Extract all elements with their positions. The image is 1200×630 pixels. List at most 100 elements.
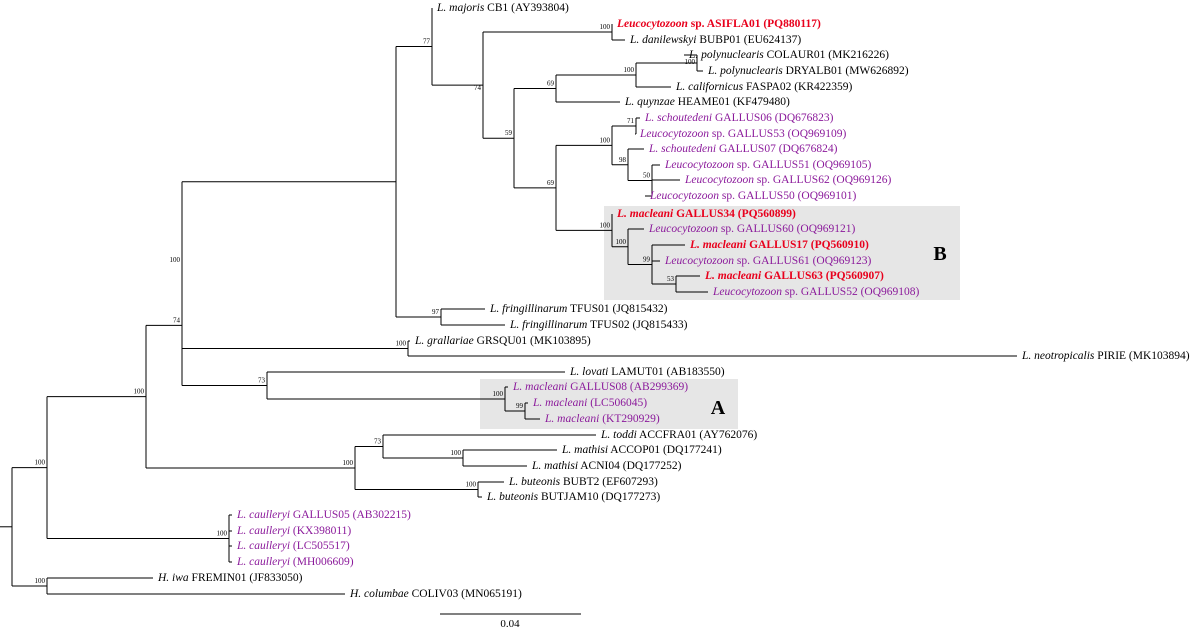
support-value-n_but: 100 (466, 481, 477, 489)
leaf-species: L. schoutedeni (644, 112, 712, 124)
leaf-accession: BUBP01 (EU624137) (696, 34, 801, 46)
leaf-label-polyn1: L. polynuclearis COLAUR01 (MK216226) (688, 49, 889, 61)
leaf-accession: FASPA02 (KR422359) (743, 81, 852, 93)
support-value-n_grall: 100 (396, 340, 407, 348)
leaf-species: L. quynzae (624, 96, 675, 108)
leaf-species: Leucocytozoon (712, 286, 782, 298)
support-value-n_69b: 69 (547, 179, 555, 187)
clade-a-label: A (711, 397, 726, 419)
leaf-accession: (KT290929) (599, 413, 660, 425)
leaf-species: L. buteonis (508, 476, 561, 488)
leaf-label-g60: Leucocytozoon sp. GALLUS60 (OQ969121) (648, 223, 856, 235)
leaf-accession: ACCOP01 (DQ177241) (608, 444, 722, 456)
leaf-accession: COLAUR01 (MK216226) (764, 49, 889, 61)
leaf-species: Leucocytozoon (639, 128, 709, 140)
leaf-label-g51: Leucocytozoon sp. GALLUS51 (OQ969105) (664, 159, 872, 171)
leaf-species: L. majoris (436, 2, 485, 14)
leaf-accession: sp. GALLUS50 (OQ969101) (719, 190, 857, 202)
leaf-species: L. polynuclearis (707, 65, 783, 77)
support-value-n_100b: 100 (170, 256, 181, 264)
leaf-accession: sp. GALLUS53 (OQ969109) (709, 128, 847, 140)
leaf-species: L. macleani (689, 239, 747, 251)
support-value-n_caull: 100 (217, 530, 228, 538)
leaf-accession: HEAME01 (KF479480) (675, 96, 790, 108)
leaf-species: L. caulleryi (236, 540, 290, 552)
leaf-species: L. macleani (616, 208, 674, 220)
leaf-label-kx398011: L. caulleryi (KX398011) (236, 525, 351, 537)
leaf-accession: GALLUS17 (PQ560910) (746, 239, 869, 251)
leaf-species: L. caulleryi (236, 556, 290, 568)
leaf-label-kt290929: L. macleani (KT290929) (544, 413, 660, 425)
leaf-label-tfus01: L. fringillinarum TFUS01 (JQ815432) (489, 303, 668, 315)
leaf-species: L. mathisi (531, 460, 578, 472)
leaf-species: H. iwa (157, 572, 189, 584)
leaf-label-iwa: H. iwa FREMIN01 (JF833050) (157, 572, 303, 584)
leaf-species: Leucocytozoon (648, 223, 718, 235)
leaf-accession: LAMUT01 (AB183550) (608, 366, 724, 378)
support-value-n_71: 71 (627, 117, 635, 125)
leaf-label-polyn2: L. polynuclearis DRYALB01 (MW626892) (707, 65, 909, 77)
leaf-accession: (LC505517) (290, 540, 350, 552)
support-value-n_tfus: 97 (432, 308, 440, 316)
leaf-accession: GRSQU01 (MK103895) (474, 335, 591, 347)
leaf-accession: ACCFRA01 (AY762076) (637, 429, 758, 441)
support-value-n_50: 50 (643, 172, 651, 180)
leaf-accession: GALLUS05 (AB302215) (290, 509, 411, 521)
leaf-label-g50: Leucocytozoon sp. GALLUS50 (OQ969101) (649, 190, 857, 202)
support-value-n_A: 100 (493, 390, 504, 398)
leaf-species: L. macleani (544, 413, 599, 425)
leaf-accession: sp. GALLUS52 (OQ969108) (782, 286, 920, 298)
leaf-accession: GALLUS08 (AB299369) (567, 381, 688, 393)
leaf-label-quynzae: L. quynzae HEAME01 (KF479480) (624, 96, 790, 108)
scale-bar-label: 0.04 (500, 618, 520, 630)
leaf-species: L. buteonis (486, 491, 539, 503)
leaf-accession: COLIV03 (MN065191) (409, 588, 522, 600)
leaf-label-caull05: L. caulleryi GALLUS05 (AB302215) (236, 509, 411, 521)
leaf-accession: CB1 (AY393804) (484, 2, 569, 14)
support-value-n_main: 100 (35, 459, 46, 467)
leaf-species: Leucocytozoon (616, 18, 688, 30)
leaf-accession: sp. ASIFLA01 (PQ880117) (688, 18, 821, 30)
support-value-n_tmat: 73 (374, 438, 382, 446)
support-value-n_h: 100 (35, 577, 46, 585)
leaf-species: L. lovati (569, 366, 608, 378)
leaf-label-asifla01: Leucocytozoon sp. ASIFLA01 (PQ880117) (616, 18, 821, 30)
leaf-label-grallariae: L. grallariae GRSQU01 (MK103895) (414, 335, 591, 347)
clade-b-label: B (933, 243, 946, 265)
leaf-species: L. fringillinarum (489, 303, 567, 315)
leaf-accession: GALLUS06 (DQ676823) (712, 112, 834, 124)
leaf-label-g34: L. macleani GALLUS34 (PQ560899) (616, 208, 796, 220)
leaf-accession: GALLUS34 (PQ560899) (673, 208, 796, 220)
leaf-accession: (MH006609) (290, 556, 354, 568)
leaf-species: L. neotropicalis (1021, 350, 1095, 362)
leaf-accession: GALLUS63 (PQ560907) (761, 270, 884, 282)
support-value-n_sch100: 100 (600, 136, 611, 144)
clade-a-box (480, 379, 738, 429)
leaf-label-buteonis1: L. buteonis BUBT2 (EF607293) (508, 476, 658, 488)
leaf-accession: BUBT2 (EF607293) (560, 476, 658, 488)
support-value-n_B2: 100 (616, 238, 627, 246)
leaf-label-lc505517: L. caulleryi (LC505517) (236, 540, 350, 552)
leaf-species: H. columbae (349, 588, 409, 600)
leaf-label-schout07: L. schoutedeni GALLUS07 (DQ676824) (648, 143, 838, 155)
leaf-label-g61: Leucocytozoon sp. GALLUS61 (OQ969123) (664, 255, 872, 267)
leaf-species: L. toddi (600, 429, 637, 441)
leaf-species: L. californicus (675, 81, 744, 93)
leaf-label-g17: L. macleani GALLUS17 (PQ560910) (689, 239, 869, 251)
leaf-label-neotrop: L. neotropicalis PIRIE (MK103894) (1021, 350, 1190, 362)
leaf-species: L. mathisi (561, 444, 608, 456)
support-value-n_L: 100 (134, 388, 145, 396)
leaf-species: L. schoutedeni (648, 143, 716, 155)
leaf-species: Leucocytozoon (664, 159, 734, 171)
leaf-species: Leucocytozoon (649, 190, 719, 202)
leaf-accession: sp. GALLUS51 (OQ969105) (734, 159, 872, 171)
leaf-label-mathisi2: L. mathisi ACNI04 (DQ177252) (531, 460, 682, 472)
leaf-label-mh006609: L. caulleryi (MH006609) (236, 556, 354, 568)
support-value-n_73: 73 (258, 377, 266, 385)
leaf-accession: GALLUS07 (DQ676824) (716, 143, 838, 155)
support-value-n_mat: 100 (451, 449, 462, 457)
leaf-accession: TFUS02 (JQ815433) (587, 319, 687, 331)
leaf-species: L. grallariae (414, 335, 474, 347)
leaf-species: L. macleani (532, 397, 587, 409)
